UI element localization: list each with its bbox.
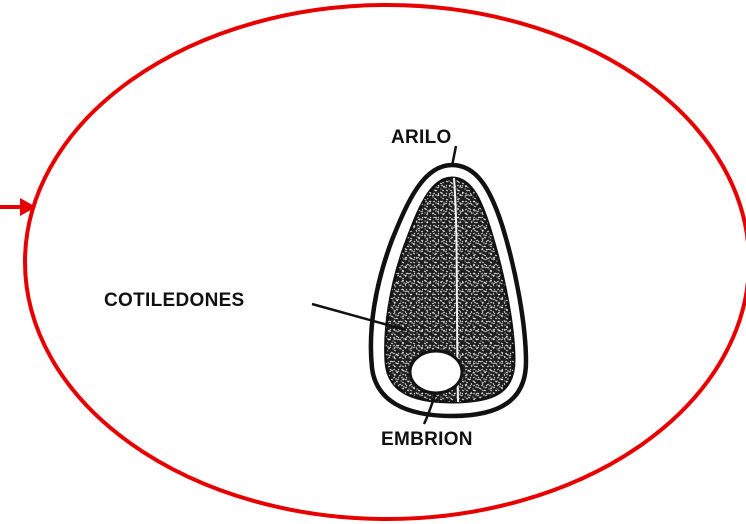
seed-illustration: [371, 165, 526, 416]
embryo: [410, 351, 462, 393]
label-embrion: EMBRION: [381, 429, 473, 450]
label-arilo: ARILO: [391, 127, 452, 148]
label-cotiledones: COTILEDONES: [104, 290, 245, 311]
